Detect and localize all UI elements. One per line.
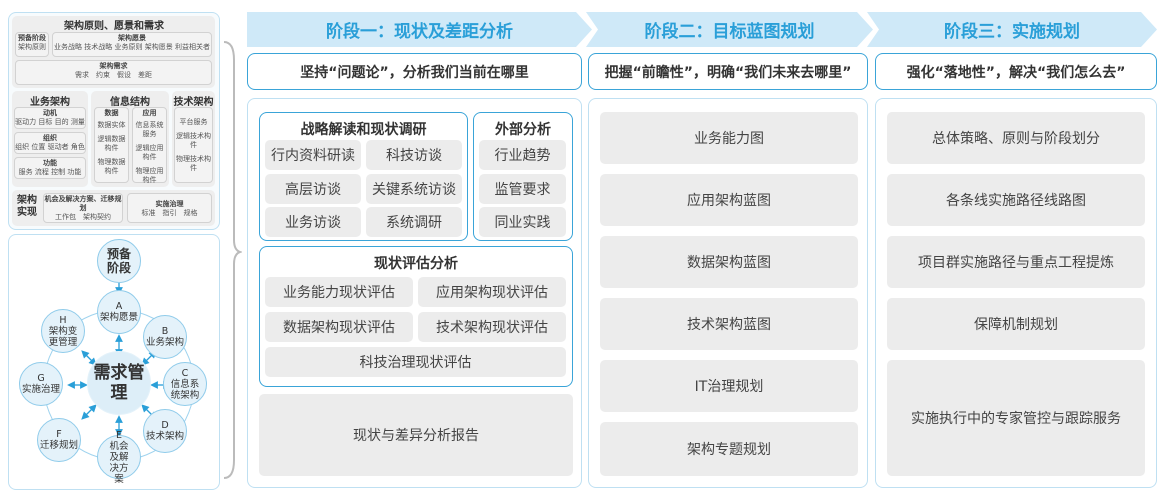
stage-3-slogan: 强化“落地性”，解决“我们怎么去” (875, 53, 1157, 90)
strategy-research-group: 战略解读和现状调研 行内资料研读 科技访谈 高层访谈 关键系统访谈 业务访谈 系… (259, 112, 468, 241)
external-analysis-group: 外部分析 行业趋势 监管要求 同业实践 (473, 112, 573, 241)
vision-box: 架构愿景业务战略 技术战略 业务原则 架构愿景 利益相关者 (52, 32, 212, 57)
opportunity-box: 机会及解决方案、迁移规划工作包 架构契约 (43, 193, 123, 223)
top-title: 架构原则、愿景和需求 (64, 21, 164, 32)
app-box: 应用信息系统服务逻辑应用构件物理应用构件 (132, 107, 167, 184)
stage-3-header: 阶段三：实施规划 (867, 12, 1157, 47)
biz-group: 动机驱动力 目标 目的 测量 (14, 107, 86, 129)
governance-box: 实施治理标准 指引 规格 (127, 193, 212, 223)
stage-2-header: 阶段二：目标蓝图规划 (586, 12, 873, 47)
external-item: 监管要求 (479, 174, 566, 204)
prep-phase-node: 预备阶段 (97, 239, 141, 283)
architecture-content-panel: 架构原则、愿景和需求 预备阶段架构原则 架构愿景业务战略 技术战略 业务原则 架… (8, 12, 220, 230)
stage-1-header: 阶段一：现状及差距分析 (247, 12, 592, 47)
data-box: 数据数据实体逻辑数据构件物理数据构件 (94, 107, 129, 183)
stage-2-slogan: 把握“前瞻性”，明确“我们未来去哪里” (588, 53, 868, 90)
assess-item: 科技治理现状评估 (265, 347, 566, 377)
external-item: 同业实践 (479, 207, 566, 237)
assess-item: 技术架构现状评估 (418, 312, 566, 342)
stage-2-content: 业务能力图 应用架构蓝图 数据架构蓝图 技术架构蓝图 IT治理规划 架构专题规划 (588, 98, 868, 488)
group-title: 现状评估分析 (374, 256, 458, 272)
group-title: 外部分析 (495, 122, 551, 138)
strategy-item: 关键系统访谈 (366, 174, 462, 204)
tech-box: 平台服务逻辑技术构件物理技术构件 (174, 107, 213, 183)
info-arch-title: 信息结构 (110, 97, 150, 108)
group-title: 战略解读和现状调研 (300, 122, 427, 138)
biz-group: 组织组织 位置 驱动者 角色 (14, 132, 86, 154)
requirement-box: 架构需求需求 约束 假设 差距 (15, 60, 212, 85)
stage-3-item: 保障机制规划 (887, 298, 1145, 350)
stage-2-item: IT治理规划 (600, 360, 858, 412)
assess-item: 数据架构现状评估 (265, 312, 413, 342)
stage-2-item: 架构专题规划 (600, 422, 858, 476)
assess-item: 应用架构现状评估 (418, 277, 566, 307)
strategy-item: 科技访谈 (366, 140, 462, 170)
strategy-item: 系统调研 (366, 207, 462, 237)
stage-2-item: 技术架构蓝图 (600, 298, 858, 350)
prep-box: 预备阶段架构原则 (15, 32, 49, 57)
strategy-item: 高层访谈 (265, 174, 361, 204)
stage-2-item: 应用架构蓝图 (600, 174, 858, 226)
strategy-item: 业务访谈 (265, 207, 361, 237)
stage-2-item: 数据架构蓝图 (600, 236, 858, 288)
stage-3-item: 实施执行中的专家管控与跟踪服务 (887, 360, 1145, 476)
stage-2-item: 业务能力图 (600, 112, 858, 164)
tech-arch-title: 技术架构 (173, 97, 214, 108)
impl-title: 架构实现 (17, 195, 37, 218)
stage-1-slogan: 坚持“问题论”，分析我们当前在哪里 (247, 53, 582, 90)
gap-report: 现状与差异分析报告 (259, 394, 573, 476)
strategy-item: 行内资料研读 (265, 140, 361, 170)
stage-3-item: 总体策略、原则与阶段划分 (887, 112, 1145, 164)
stage-1-content: 战略解读和现状调研 行内资料研读 科技访谈 高层访谈 关键系统访谈 业务访谈 系… (247, 98, 582, 488)
center-requirements-management: 需求管理 (87, 351, 151, 415)
current-assessment-group: 现状评估分析 业务能力现状评估 应用架构现状评估 数据架构现状评估 技术架构现状… (259, 246, 573, 387)
external-item: 行业趋势 (479, 140, 566, 170)
stage-3-item: 各条线实施路径线路图 (887, 174, 1145, 226)
assess-item: 业务能力现状评估 (265, 277, 413, 307)
stage-3-content: 总体策略、原则与阶段划分 各条线实施路径线路图 项目群实施路径与重点工程提炼 保… (875, 98, 1157, 488)
bracket-divider (223, 41, 242, 479)
biz-group: 功能服务 流程 控制 功能 (14, 157, 86, 179)
stage-3-item: 项目群实施路径与重点工程提炼 (887, 236, 1145, 288)
business-arch-title: 业务架构 (30, 97, 70, 108)
